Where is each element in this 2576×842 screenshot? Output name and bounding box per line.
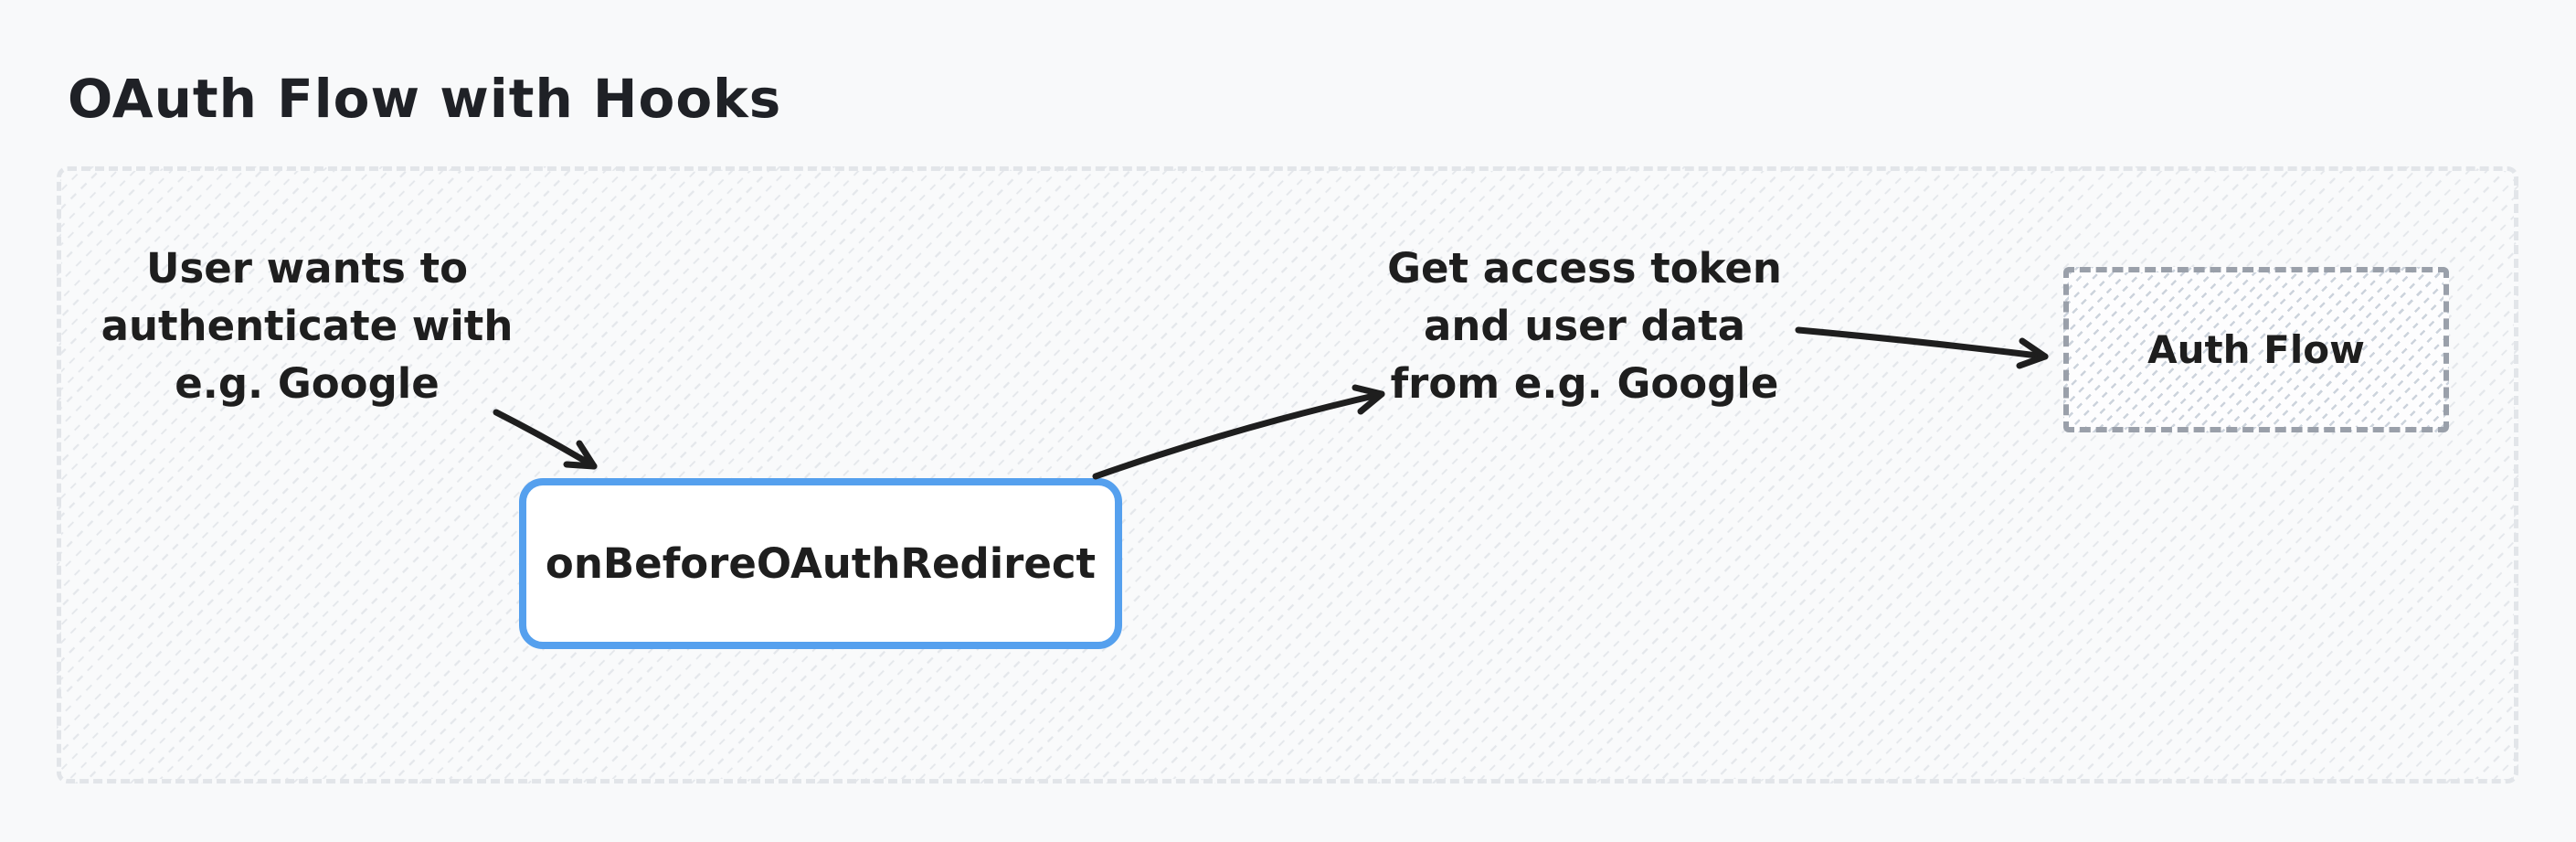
node-auth-flow-label: Auth Flow	[2147, 327, 2365, 372]
annotation-token-fetch: Get access token and user data from e.g.…	[1387, 244, 1782, 408]
node-onbeforeoauthredirect-label: onBeforeOAuthRedirect	[545, 539, 1097, 588]
annotation-user-intent: User wants to authenticate with e.g. Goo…	[101, 244, 514, 408]
diagram-title: OAuth Flow with Hooks	[68, 68, 782, 130]
node-onbeforeoauthredirect: onBeforeOAuthRedirect	[519, 478, 1122, 649]
node-auth-flow: Auth Flow	[2063, 267, 2449, 432]
